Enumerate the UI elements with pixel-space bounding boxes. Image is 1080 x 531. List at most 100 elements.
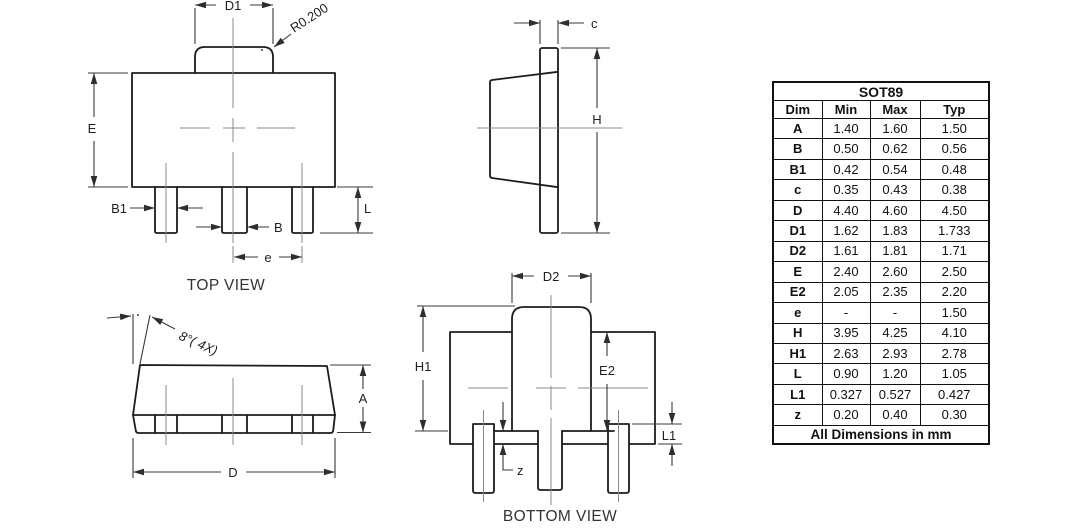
side-view-drawing: c H — [477, 16, 622, 234]
dim-label-b1: B1 — [111, 201, 127, 216]
table-cell-typ: 1.50 — [919, 302, 990, 324]
bottom-view-dimension-lines — [415, 272, 682, 471]
table-cell-max: 2.93 — [869, 342, 921, 365]
bottom-view-drawing: D2 H1 E2 z L1 BOTTOM VIEW — [415, 269, 682, 525]
table-cell-max: 0.527 — [869, 383, 921, 406]
table-cell-typ: 2.50 — [919, 261, 990, 283]
table-cell-dim: L — [772, 363, 823, 385]
table-cell-min: 0.327 — [821, 383, 871, 406]
table-cell-typ: 0.38 — [919, 179, 990, 201]
table-cell-min: 2.63 — [821, 342, 871, 365]
dim-label-angle: 8°( 4X) — [177, 328, 220, 358]
dim-label-c: c — [591, 16, 598, 31]
table-footer: All Dimensions in mm — [772, 425, 990, 445]
front-view-body — [132, 364, 336, 434]
table-cell-min: 1.62 — [821, 220, 871, 242]
table-cell-typ: 4.50 — [919, 199, 990, 222]
table-cell-dim: E2 — [772, 281, 823, 304]
table-footer-row: All Dimensions in mm — [772, 425, 990, 445]
top-view-caption: TOP VIEW — [187, 277, 265, 294]
table-cell-dim: A — [772, 117, 823, 140]
table-cell-max: - — [869, 302, 921, 324]
table-cell-max: 2.60 — [869, 261, 921, 283]
table-cell-typ: 1.50 — [919, 117, 990, 140]
dim-label-pitch: e — [264, 250, 271, 265]
front-view-centerlines — [165, 378, 303, 445]
dim-label-b: B — [274, 220, 283, 235]
table-cell-dim: c — [772, 179, 823, 201]
table-cell-dim: D1 — [772, 220, 823, 242]
table-cell-typ: 0.56 — [919, 138, 990, 160]
table-cell-dim: H1 — [772, 342, 823, 365]
dim-label-h: H — [592, 112, 601, 127]
table-cell-dim: B — [772, 138, 823, 160]
dim-label-z: z — [517, 463, 524, 478]
bottom-view-body — [449, 306, 656, 494]
table-cell-min: - — [821, 302, 871, 324]
column-header-dim: Dim — [772, 100, 823, 119]
table-cell-max: 1.60 — [869, 117, 921, 140]
table-cell-typ: 0.48 — [919, 158, 990, 181]
column-header-max: Max — [869, 100, 921, 119]
table-cell-max: 0.62 — [869, 138, 921, 160]
dim-label-d: D — [228, 465, 237, 480]
table-cell-dim: E — [772, 261, 823, 283]
table-title-row: SOT89 — [772, 81, 990, 101]
table-cell-dim: L1 — [772, 383, 823, 406]
dim-label-e2: E2 — [599, 363, 615, 378]
table-cell-min: 2.40 — [821, 261, 871, 283]
dim-label-d2: D2 — [543, 269, 560, 284]
dim-label-e-body: E — [88, 121, 97, 136]
table-cell-dim: D2 — [772, 240, 823, 263]
table-cell-dim: B1 — [772, 158, 823, 181]
table-row: e--1.50 — [772, 302, 990, 324]
table-cell-dim: H — [772, 322, 823, 344]
table-cell-min: 0.42 — [821, 158, 871, 181]
table-cell-typ: 1.71 — [919, 240, 990, 263]
table-cell-min: 0.90 — [821, 363, 871, 385]
table-cell-min: 1.40 — [821, 117, 871, 140]
column-header-typ: Typ — [919, 100, 990, 119]
table-header-row: Dim Min Max Typ — [772, 100, 990, 119]
table-cell-max: 1.81 — [869, 240, 921, 263]
table-cell-min: 2.05 — [821, 281, 871, 304]
dim-label-radius: R0.200 — [287, 0, 330, 35]
dim-label-d1: D1 — [225, 0, 242, 13]
table-cell-max: 0.43 — [869, 179, 921, 201]
table-cell-min: 0.35 — [821, 179, 871, 201]
table-cell-min: 0.50 — [821, 138, 871, 160]
table-cell-typ: 0.30 — [919, 404, 990, 426]
table-title: SOT89 — [772, 81, 990, 101]
column-header-min: Min — [821, 100, 871, 119]
table-cell-max: 4.60 — [869, 199, 921, 222]
table-cell-min: 0.20 — [821, 404, 871, 426]
table-cell-max: 2.35 — [869, 281, 921, 304]
table-cell-min: 4.40 — [821, 199, 871, 222]
table-cell-typ: 4.10 — [919, 322, 990, 344]
dim-label-l: L — [364, 201, 371, 216]
dim-label-l1: L1 — [662, 428, 676, 443]
table-cell-dim: D — [772, 199, 823, 222]
front-view-drawing: 8°( 4X) A D — [106, 313, 371, 480]
table-cell-typ: 0.427 — [919, 383, 990, 406]
top-view-centerlines — [165, 18, 303, 263]
dim-label-a: A — [359, 391, 368, 406]
table-cell-min: 3.95 — [821, 322, 871, 344]
table-cell-dim: z — [772, 404, 823, 426]
table-cell-typ: 1.05 — [919, 363, 990, 385]
table-cell-min: 1.61 — [821, 240, 871, 263]
